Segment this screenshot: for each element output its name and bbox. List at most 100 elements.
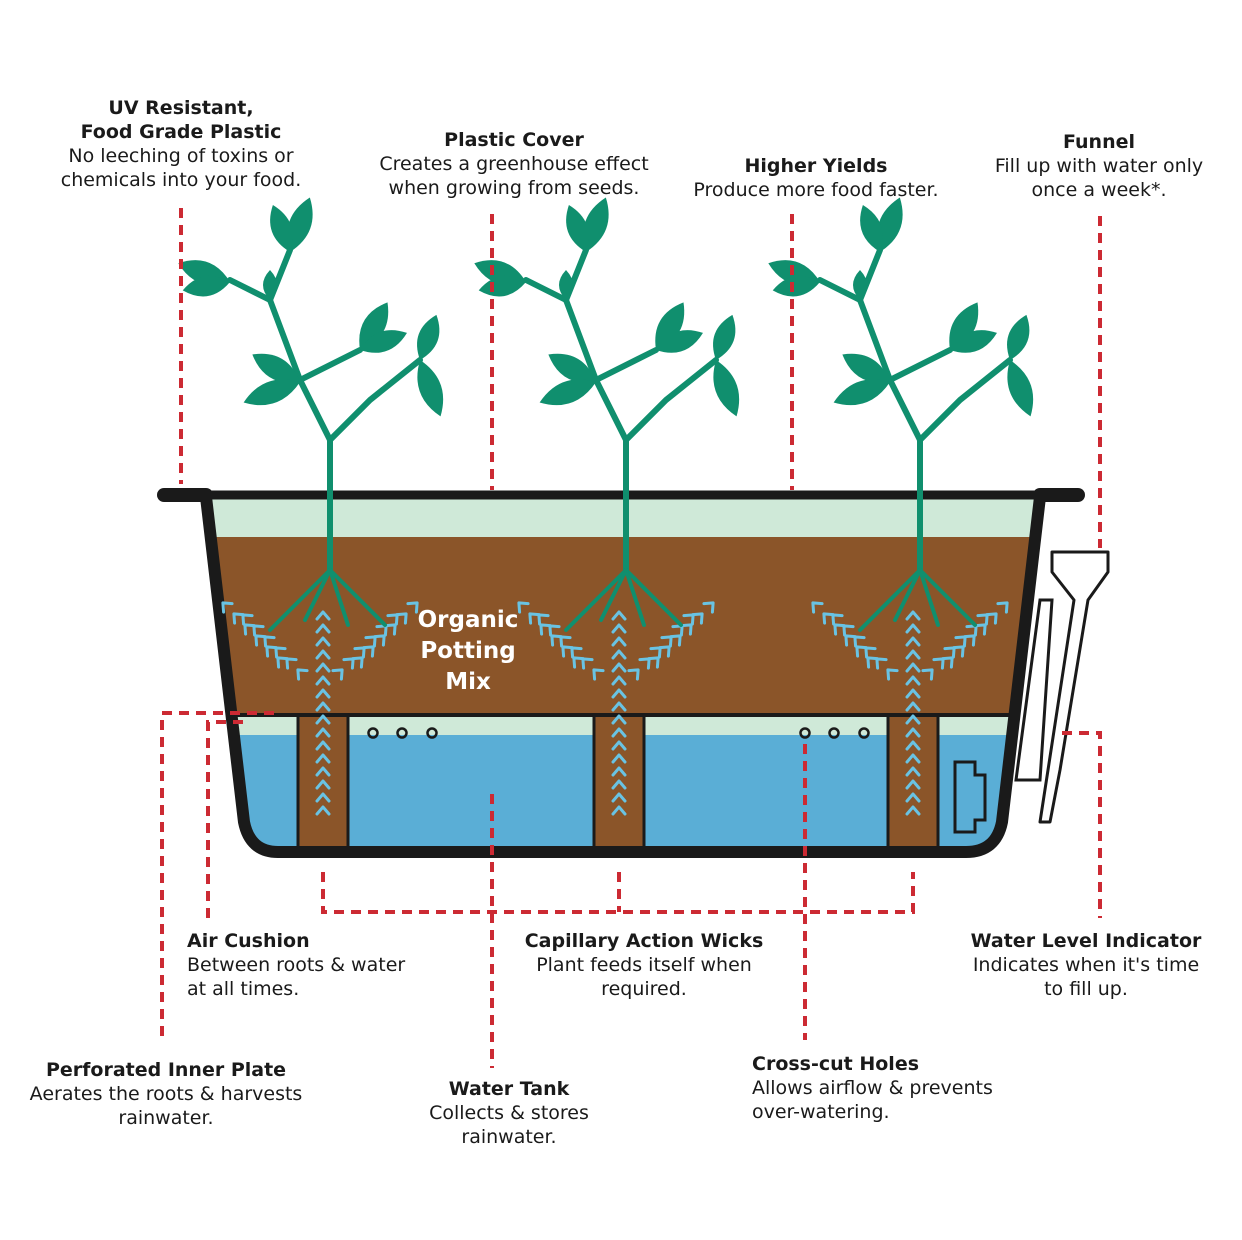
water-arrow bbox=[611, 675, 627, 686]
water-arrow bbox=[658, 645, 671, 658]
potting-mix-line3: Mix bbox=[445, 669, 491, 695]
label-air-cushion: Air Cushion Between roots & water at all… bbox=[187, 929, 405, 1001]
water-arrow bbox=[611, 688, 627, 699]
potting-mix-label: Organic Potting Mix bbox=[418, 605, 519, 698]
water-arrow bbox=[611, 779, 627, 790]
water-arrow bbox=[660, 635, 673, 648]
water-arrow bbox=[561, 645, 574, 658]
leaf bbox=[359, 302, 389, 350]
water-arrow bbox=[952, 645, 965, 658]
leaf bbox=[270, 205, 293, 252]
water-arrow bbox=[386, 613, 399, 626]
water-arrow bbox=[976, 613, 989, 626]
water-arrow bbox=[570, 646, 583, 659]
water-arrow bbox=[537, 613, 550, 626]
water-arrow bbox=[406, 601, 419, 614]
label-plate-title: Perforated Inner Plate bbox=[45, 1059, 287, 1081]
leaf bbox=[252, 353, 300, 383]
water-arrow bbox=[315, 753, 331, 764]
label-yields-desc1: Produce more food faster. bbox=[693, 179, 939, 201]
water-arrow bbox=[611, 805, 627, 816]
water-arrow bbox=[221, 601, 234, 614]
potting-mix-line2: Potting bbox=[420, 638, 516, 664]
root bbox=[624, 568, 646, 627]
label-higher-yields: Higher Yields Produce more food faster. bbox=[693, 154, 938, 202]
potting-mix-line1: Organic bbox=[417, 607, 519, 633]
water-arrow bbox=[905, 636, 921, 647]
water-arrow bbox=[831, 613, 844, 626]
label-holes-title: Cross-cut Holes bbox=[752, 1053, 920, 1075]
water-arrow bbox=[592, 668, 605, 681]
label-holes-desc2: over-watering. bbox=[752, 1101, 890, 1123]
leaf bbox=[853, 270, 867, 300]
label-yields-title: Higher Yields bbox=[744, 155, 888, 177]
label-uv-title1: UV Resistant, bbox=[108, 97, 254, 119]
leader-lines bbox=[160, 208, 1102, 1068]
plant-branch-top-left bbox=[817, 277, 863, 303]
label-cover-title: Plastic Cover bbox=[444, 129, 584, 151]
root bbox=[564, 568, 628, 632]
indicator-housing bbox=[953, 760, 987, 834]
label-indicator-desc1: Indicates when it's time bbox=[972, 954, 1200, 976]
root bbox=[303, 568, 332, 622]
water-arrow bbox=[331, 668, 344, 681]
water-arrow bbox=[611, 766, 627, 777]
water-arrow bbox=[395, 612, 408, 625]
leaf bbox=[772, 275, 820, 297]
water-arrow bbox=[296, 668, 309, 681]
water-arrow bbox=[611, 714, 627, 725]
label-capillary-wicks: Capillary Action Wicks Plant feeds itsel… bbox=[525, 929, 764, 1001]
label-cover-desc1: Creates a greenhouse effect bbox=[379, 153, 649, 175]
water-arrow bbox=[905, 610, 921, 621]
water-arrow bbox=[611, 792, 627, 803]
water-arrow bbox=[905, 662, 921, 673]
wick-2 bbox=[592, 713, 646, 852]
plant-2 bbox=[474, 197, 740, 632]
water-arrow bbox=[691, 612, 704, 625]
plant-branch-mid bbox=[297, 347, 363, 383]
water-arrow bbox=[886, 668, 899, 681]
label-funnel-title: Funnel bbox=[1062, 131, 1135, 153]
water-arrow bbox=[611, 662, 627, 673]
water-arrow bbox=[974, 623, 987, 636]
water-arrow bbox=[572, 656, 585, 669]
water-arrow bbox=[905, 623, 921, 634]
water-arrow bbox=[844, 634, 857, 647]
root bbox=[599, 568, 628, 622]
water-arrow bbox=[682, 613, 695, 626]
water-arrow bbox=[855, 645, 868, 658]
water-arrow bbox=[905, 675, 921, 686]
label-plate-desc2: rainwater. bbox=[118, 1107, 214, 1129]
leaf bbox=[287, 197, 313, 252]
water-arrow bbox=[315, 714, 331, 725]
root bbox=[893, 568, 922, 622]
water-arrow bbox=[315, 662, 331, 673]
label-cross-cut-holes: Cross-cut Holes Allows airflow & prevent… bbox=[752, 1052, 993, 1124]
water-arrow bbox=[548, 624, 561, 637]
plant-branch-mid bbox=[593, 347, 659, 383]
leaf bbox=[182, 275, 230, 297]
water-arrow bbox=[315, 675, 331, 686]
water-arrow bbox=[905, 805, 921, 816]
label-air-desc1: Between roots & water bbox=[187, 954, 406, 976]
wick-1 bbox=[296, 713, 350, 852]
water-arrow bbox=[627, 668, 640, 681]
plant-branch-top-left bbox=[523, 277, 569, 303]
plant-branch-right bbox=[327, 357, 423, 443]
leader-plate bbox=[160, 711, 274, 1036]
label-air-title: Air Cushion bbox=[187, 930, 310, 952]
water-arrow bbox=[985, 612, 998, 625]
water-arrow bbox=[905, 766, 921, 777]
water-arrow bbox=[638, 657, 651, 670]
water-arrow bbox=[842, 624, 855, 637]
leaf bbox=[1007, 360, 1034, 417]
label-plastic-cover: Plastic Cover Creates a greenhouse effec… bbox=[379, 128, 648, 200]
label-cover-desc2: when growing from seeds. bbox=[388, 177, 640, 199]
plant-3 bbox=[768, 197, 1034, 632]
water-arrow bbox=[905, 701, 921, 712]
water-arrow bbox=[539, 623, 552, 636]
leaf bbox=[243, 379, 300, 406]
water-arrow bbox=[315, 623, 331, 634]
water-arrow bbox=[611, 753, 627, 764]
label-uv-desc2: chemicals into your food. bbox=[60, 169, 302, 191]
